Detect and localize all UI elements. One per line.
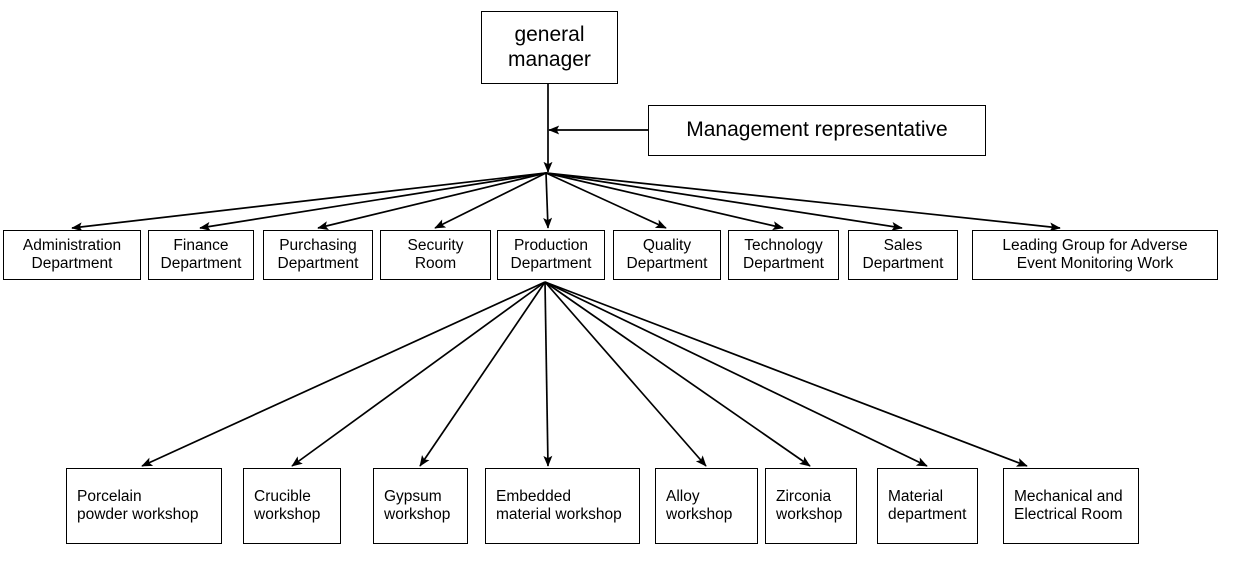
node-department-8[interactable]: Leading Group for Adverse Event Monitori…	[972, 230, 1218, 280]
connector-to-workshop-2	[419, 281, 546, 467]
node-workshop-label-6: Material department	[888, 487, 967, 523]
node-workshop-7[interactable]: Mechanical and Electrical Room	[1003, 468, 1139, 544]
node-workshop-label-3: Embedded material workshop	[496, 487, 622, 523]
node-workshop-label-5: Zirconia workshop	[776, 487, 843, 523]
node-department-label-0: Administration Department	[22, 236, 122, 272]
node-workshop-3[interactable]: Embedded material workshop	[485, 468, 640, 544]
node-management-representative[interactable]: Management representative	[648, 105, 986, 156]
connector-to-department-2	[317, 172, 547, 230]
node-department-label-5: Quality Department	[626, 236, 708, 272]
connector-to-department-5	[545, 172, 667, 229]
node-workshop-label-4: Alloy workshop	[666, 487, 733, 523]
node-department-3[interactable]: Security Room	[380, 230, 491, 280]
node-department-label-3: Security Room	[407, 236, 464, 272]
connector-to-workshop-6	[544, 281, 928, 467]
node-department-4[interactable]: Production Department	[497, 230, 605, 280]
node-department-1[interactable]: Finance Department	[148, 230, 254, 280]
node-department-label-7: Sales Department	[862, 236, 944, 272]
connector-to-department-1	[199, 172, 547, 231]
connector-to-department-6	[545, 172, 784, 231]
node-workshop-label-0: Porcelain powder workshop	[77, 487, 199, 523]
connector-to-workshop-1	[291, 281, 546, 467]
node-department-5[interactable]: Quality Department	[613, 230, 721, 280]
node-workshop-6[interactable]: Material department	[877, 468, 978, 544]
node-workshop-label-1: Crucible workshop	[254, 487, 321, 523]
node-department-6[interactable]: Technology Department	[728, 230, 839, 280]
node-workshop-0[interactable]: Porcelain powder workshop	[66, 468, 222, 544]
connector-to-department-8	[545, 172, 1061, 232]
connector-to-workshop-3	[543, 281, 553, 467]
node-department-0[interactable]: Administration Department	[3, 230, 141, 280]
connector-to-department-4	[543, 172, 553, 229]
node-department-label-6: Technology Department	[743, 236, 824, 272]
node-workshop-4[interactable]: Alloy workshop	[655, 468, 758, 544]
node-label-management-representative: Management representative	[686, 118, 948, 142]
node-department-2[interactable]: Purchasing Department	[263, 230, 373, 280]
node-workshop-1[interactable]: Crucible workshop	[243, 468, 341, 544]
node-department-label-1: Finance Department	[160, 236, 242, 272]
node-department-7[interactable]: Sales Department	[848, 230, 958, 280]
node-department-label-4: Production Department	[510, 236, 592, 272]
connector-to-department-0	[71, 172, 547, 232]
connector-to-workshop-7	[544, 281, 1028, 467]
node-workshop-2[interactable]: Gypsum workshop	[373, 468, 468, 544]
node-department-label-8: Leading Group for Adverse Event Monitori…	[1002, 236, 1188, 272]
connector-to-department-7	[545, 172, 903, 231]
node-department-label-2: Purchasing Department	[277, 236, 359, 272]
connector-to-workshop-4	[544, 281, 707, 467]
connector-to-workshop-0	[141, 281, 546, 467]
connector-to-workshop-5	[544, 281, 811, 467]
node-label-general-manager: general manager	[508, 22, 591, 71]
connector-to-department-3	[434, 172, 547, 229]
node-workshop-label-2: Gypsum workshop	[384, 487, 451, 523]
node-general-manager[interactable]: general manager	[481, 11, 618, 84]
node-workshop-5[interactable]: Zirconia workshop	[765, 468, 857, 544]
node-workshop-label-7: Mechanical and Electrical Room	[1014, 487, 1123, 523]
